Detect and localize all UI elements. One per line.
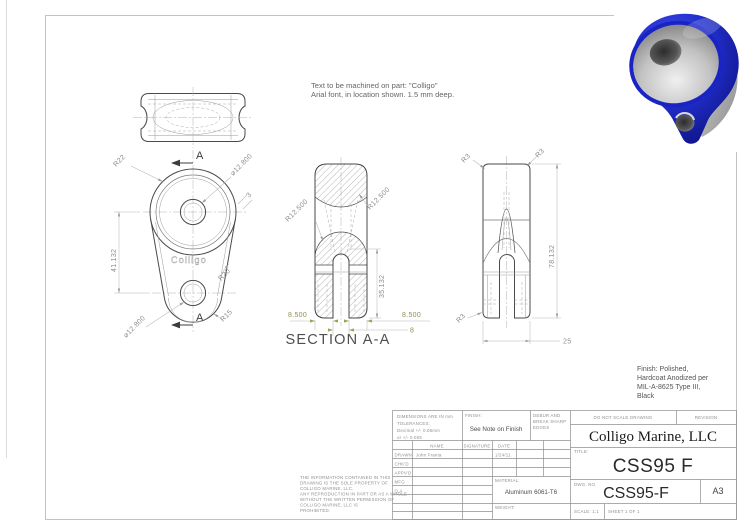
- render-bottom-hole: [675, 114, 695, 132]
- dim-slot: 8: [410, 328, 414, 335]
- finish-value: See Note on Finish: [470, 426, 523, 433]
- machined-text-on-part: Colligo: [171, 255, 207, 265]
- debur-line-3: EDGES: [533, 425, 549, 430]
- dim-center-distance: 41.132: [111, 249, 118, 272]
- row-drawn-date: 1/24/11: [495, 453, 511, 458]
- proprietary-line-3: COLLIGO MARINE, LLC.: [300, 486, 354, 491]
- tolerance-line-2: TOLERANCES:: [397, 421, 430, 426]
- tolerance-cell: DIMENSIONS ARE IN mm TOLERANCES: Decimal…: [397, 414, 453, 440]
- debur-cell: DEBUR AND BREAK SHARP EDGES: [533, 413, 566, 430]
- dwg-no-label: DWG. NO.: [574, 482, 597, 487]
- section-arrow-label-top: A: [196, 150, 204, 162]
- material-value: Aluminum 6061-T6: [505, 489, 558, 496]
- dwg-no-value: CSS95-F: [603, 485, 669, 502]
- front-view-dimensions: R22 ⌀12.800 3 41.132 R20 R15 ⌀12.800: [111, 153, 254, 340]
- sheet-label: SHEET 1 OF 1: [608, 509, 640, 514]
- finish-line-1: Finish: Polished,: [637, 366, 688, 373]
- top-view: [133, 87, 253, 148]
- revision-label: REVISION: [695, 415, 718, 420]
- weight-label: WEIGHT:: [495, 505, 515, 510]
- tolerance-line-3: Decimal +/- 0.05mm: [397, 428, 440, 433]
- row-mfg-label: MFG: [395, 480, 406, 485]
- render-gloss: [682, 17, 722, 39]
- sheet-size: A3: [712, 486, 723, 496]
- sheet-border: [45, 15, 737, 520]
- note-line-1: Text to be machined on part: "Colligo": [311, 81, 438, 90]
- dim-r12500-right: R12.500: [366, 186, 391, 211]
- render-blue-rim: [629, 20, 723, 108]
- part-title: CSS95 F: [613, 456, 694, 477]
- proprietary-line-2: DRAWING IS THE SOLE PROPERTY OF: [300, 481, 388, 486]
- side-view: R3 R3 78.132 R3 25: [455, 148, 571, 346]
- finish-line-4: Black: [637, 393, 655, 400]
- iso-render: [614, 2, 748, 152]
- proprietary-line-5: WITHOUT THE WRITTEN PERMISSION OF: [300, 497, 394, 502]
- dim-leg-right: 8.500: [402, 312, 421, 319]
- debur-line-2: BREAK SHARP: [533, 419, 566, 424]
- row-appvd-label: APPV'D: [395, 471, 412, 476]
- section-arrow-bottom: A: [171, 312, 204, 329]
- col-name-header: NAME: [430, 444, 444, 449]
- finish-line-3: MIL-A-8625 Type III,: [637, 384, 700, 391]
- dim-r15: R15: [219, 309, 234, 324]
- dim-r3-top-right: R3: [534, 148, 546, 160]
- tolerance-line-4: or +/- 0.005: [397, 435, 422, 440]
- debur-line-1: DEBUR AND: [533, 413, 560, 418]
- dim-depth-3: 3: [245, 191, 253, 199]
- render-funnel-bore: [649, 39, 682, 66]
- note-line-2: Arial font, in location shown. 1.5 mm de…: [311, 90, 454, 99]
- col-date-header: DATE: [498, 444, 510, 449]
- dim-dia-top: ⌀12.800: [229, 153, 254, 178]
- finish-label: FINISH:: [465, 413, 482, 418]
- section-arrow-top: A: [171, 150, 204, 167]
- do-not-scale-label: DO NOT SCALE DRAWING: [594, 415, 653, 420]
- dim-25: 25: [563, 339, 571, 346]
- dim-dia-bottom: ⌀12.800: [122, 315, 147, 340]
- proprietary-line-4: ANY REPRODUCTION IN PART OR AS A WHOLE: [300, 492, 407, 497]
- finish-line-2: Hardcoat Anodized per: [637, 375, 709, 382]
- proprietary-line-6: COLLIGO MARINE, LLC IS: [300, 503, 358, 508]
- row-qa-label: Q.A: [395, 489, 403, 494]
- company-name: Colligo Marine, LLC: [589, 429, 717, 445]
- dim-r12500-left: R12.500: [284, 198, 309, 223]
- proprietary-line-1: THE INFORMATION CONTAINED IN THIS: [300, 475, 391, 480]
- title-label: TITLE:: [574, 449, 588, 454]
- title-block: DO NOT SCALE DRAWING REVISION Colligo Ma…: [392, 410, 737, 520]
- machining-note: Text to be machined on part: "Colligo" A…: [311, 81, 454, 99]
- section-view: R12.500 R12.500 35.132 8.500 8.500 8: [284, 157, 430, 348]
- dim-r3-bottom-left: R3: [455, 313, 467, 325]
- tolerance-line-1: DIMENSIONS ARE IN mm: [397, 414, 453, 419]
- front-view: Colligo A A R22 ⌀12.800 3 41.132: [111, 150, 254, 339]
- section-arrow-label-bottom: A: [196, 312, 204, 324]
- dim-35132: 35.132: [379, 275, 386, 298]
- finish-note: Finish: Polished, Hardcoat Anodized per …: [637, 366, 709, 400]
- render-hole-rim: [675, 112, 695, 121]
- proprietary-line-7: PROHIBITED.: [300, 508, 330, 513]
- dim-leg-left: 8.500: [288, 312, 307, 319]
- side-view-dimensions: R3 R3 78.132 R3 25: [455, 148, 571, 346]
- dim-r22: R22: [112, 154, 127, 169]
- row-chkd-label: CHK'D: [395, 462, 409, 467]
- scale-label: SCALE: 1:1: [574, 509, 599, 514]
- row-drawn-label: DRAWN: [395, 453, 412, 458]
- material-label: MATERIAL:: [495, 478, 520, 483]
- dim-r3-top-left: R3: [460, 153, 472, 165]
- col-signature-header: SIGNATURE: [463, 444, 490, 449]
- dim-78132: 78.132: [549, 245, 556, 268]
- section-title: SECTION A-A: [285, 332, 390, 348]
- row-drawn-name: John Franta: [416, 453, 442, 458]
- proprietary-note: THE INFORMATION CONTAINED IN THIS DRAWIN…: [300, 475, 407, 513]
